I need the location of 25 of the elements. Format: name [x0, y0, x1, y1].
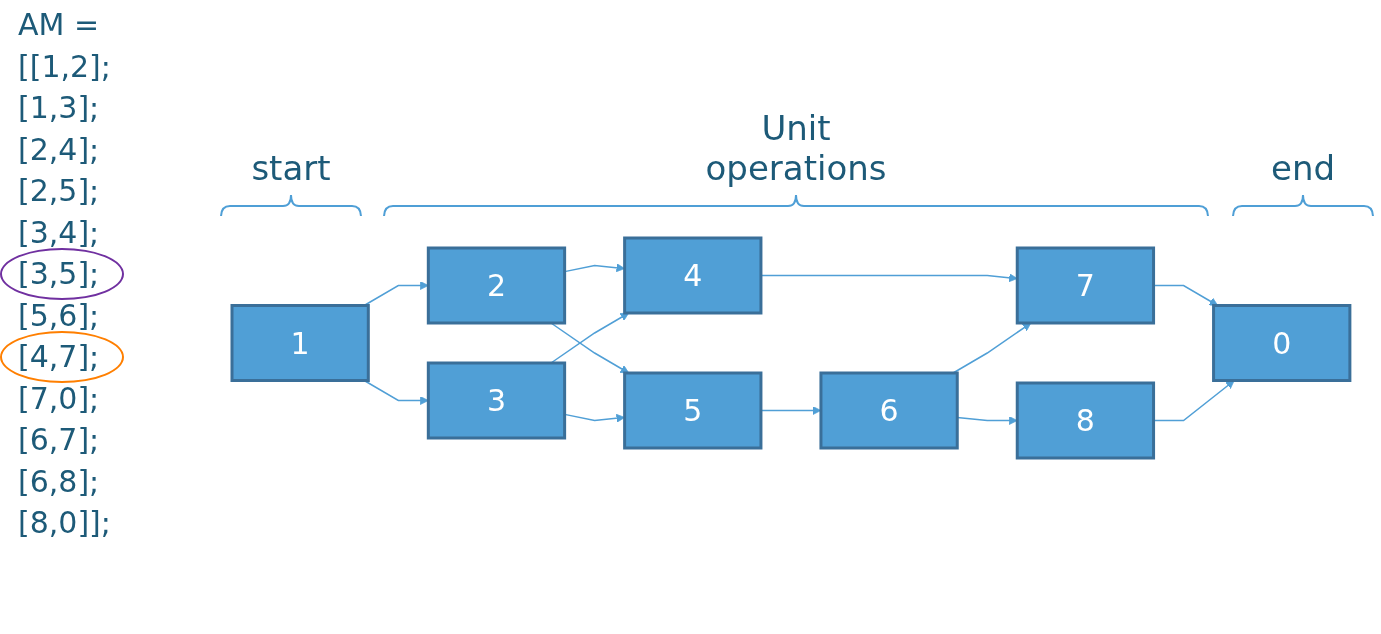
matrix-row: [6,8]; — [18, 463, 100, 499]
matrix-row: [2,4]; — [18, 131, 100, 167]
node-box: 0 — [1211, 304, 1351, 382]
group-label: end — [1270, 148, 1336, 188]
node-box: 8 — [1015, 381, 1155, 460]
matrix-row: [5,6]; — [18, 297, 100, 333]
group-label: start — [251, 148, 331, 188]
matrix-row: [7,0]; — [18, 380, 100, 416]
group-label: Unit operations — [704, 108, 888, 188]
matrix-row: [4,7]; — [18, 339, 100, 374]
node-box: 4 — [622, 236, 762, 315]
matrix-row: [8,0]]; — [18, 505, 111, 540]
matrix-heading: AM = — [18, 7, 100, 42]
matrix-row: [2,5]; — [18, 173, 100, 208]
matrix-row: [[1,2]; — [18, 48, 111, 84]
node-box: 1 — [230, 304, 370, 382]
matrix-row: [3,4]; — [18, 214, 100, 250]
matrix-row: [1,3]; — [18, 90, 100, 125]
node-box: 5 — [622, 371, 762, 450]
node-box: 2 — [426, 246, 566, 325]
node-box: 6 — [819, 371, 959, 450]
node-box: 7 — [1015, 246, 1155, 325]
matrix-row: [3,5]; — [18, 256, 100, 291]
node-box: 3 — [426, 361, 566, 440]
matrix-row: [6,7]; — [18, 422, 100, 457]
